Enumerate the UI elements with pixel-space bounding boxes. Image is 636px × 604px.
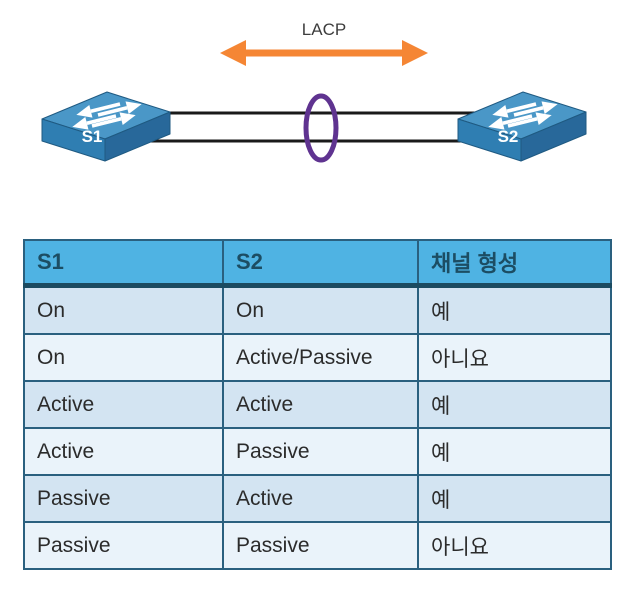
switch-s2-icon [456, 90, 588, 163]
switch-s1-label: S1 [82, 127, 103, 146]
table-cell: Active [222, 380, 419, 429]
column-header-channel-formed: 채널 형성 [417, 239, 612, 288]
column-header-s1: S1 [23, 239, 224, 288]
switch-s2-label: S2 [498, 127, 519, 146]
table-row: Active Passive 예 [23, 427, 612, 476]
table-row: Active Active 예 [23, 380, 612, 429]
table-cell: 예 [417, 427, 612, 476]
switch-s1-icon [40, 90, 172, 163]
table-cell: 예 [417, 474, 612, 523]
table-cell: On [222, 284, 419, 335]
lacp-range-arrow-icon [220, 40, 428, 66]
table-row: On On 예 [23, 284, 612, 335]
table-cell: Active [23, 380, 224, 429]
channel-mode-table: S1 S2 채널 형성 On On 예 On Active/Passive 아니… [23, 239, 612, 570]
table-cell: Passive [222, 427, 419, 476]
table-cell: Passive [222, 521, 419, 570]
etherchannel-bundle-ellipse-icon [303, 93, 339, 163]
table-cell: Passive [23, 474, 224, 523]
table-cell: Active/Passive [222, 333, 419, 382]
table-cell: 아니요 [417, 521, 612, 570]
table-cell: On [23, 333, 224, 382]
table-cell: 아니요 [417, 333, 612, 382]
table-row: Passive Active 예 [23, 474, 612, 523]
table-cell: Passive [23, 521, 224, 570]
table-cell: On [23, 284, 224, 335]
protocol-label: LACP [302, 20, 346, 39]
table-row: Passive Passive 아니요 [23, 521, 612, 570]
table-cell: Active [222, 474, 419, 523]
table-row: On Active/Passive 아니요 [23, 333, 612, 382]
column-header-s2: S2 [222, 239, 419, 288]
table-cell: 예 [417, 284, 612, 335]
topology-diagram: LACP S1 S2 [40, 20, 588, 163]
table-cell: Active [23, 427, 224, 476]
table-header-row: S1 S2 채널 형성 [23, 239, 612, 288]
table-cell: 예 [417, 380, 612, 429]
